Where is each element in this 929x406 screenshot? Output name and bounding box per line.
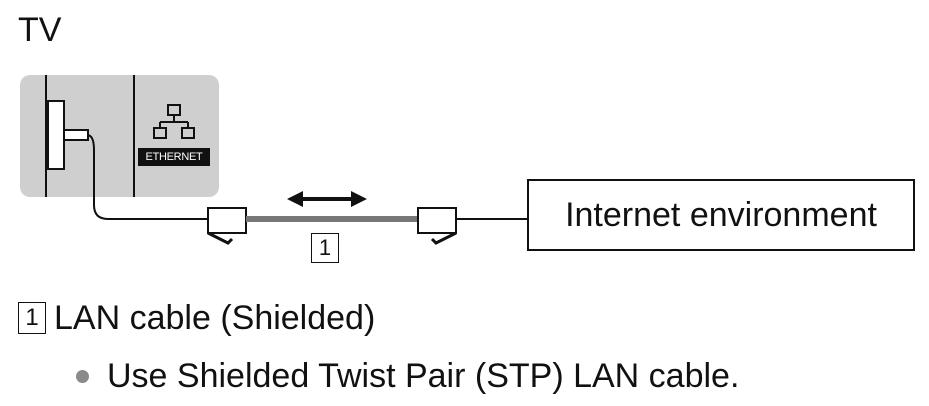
lan-plug-left: [207, 207, 247, 245]
legend-note-text: Use Shielded Twist Pair (STP) LAN cable.: [107, 357, 740, 395]
double-arrow-icon: [287, 191, 367, 207]
internet-environment-label: Internet environment: [565, 195, 877, 234]
ethernet-port-label: ETHERNET: [138, 148, 210, 166]
network-icon: [153, 104, 195, 139]
legend-number-marker: 1: [18, 302, 46, 334]
internet-environment-box: Internet environment: [527, 179, 915, 251]
bullet-icon: [76, 369, 89, 383]
tv-lan-plug-body: [63, 129, 89, 141]
legend-note: Use Shielded Twist Pair (STP) LAN cable.: [76, 354, 739, 398]
legend-text: LAN cable (Shielded): [54, 299, 376, 337]
cable-number-marker: 1: [311, 233, 339, 263]
lan-plug-right: [417, 207, 457, 245]
tv-label: TV: [18, 11, 62, 49]
connection-diagram: [20, 75, 527, 245]
legend-item: 1 LAN cable (Shielded): [18, 296, 375, 340]
tv-cable: [86, 134, 208, 220]
tv-lan-plug: [47, 100, 65, 170]
